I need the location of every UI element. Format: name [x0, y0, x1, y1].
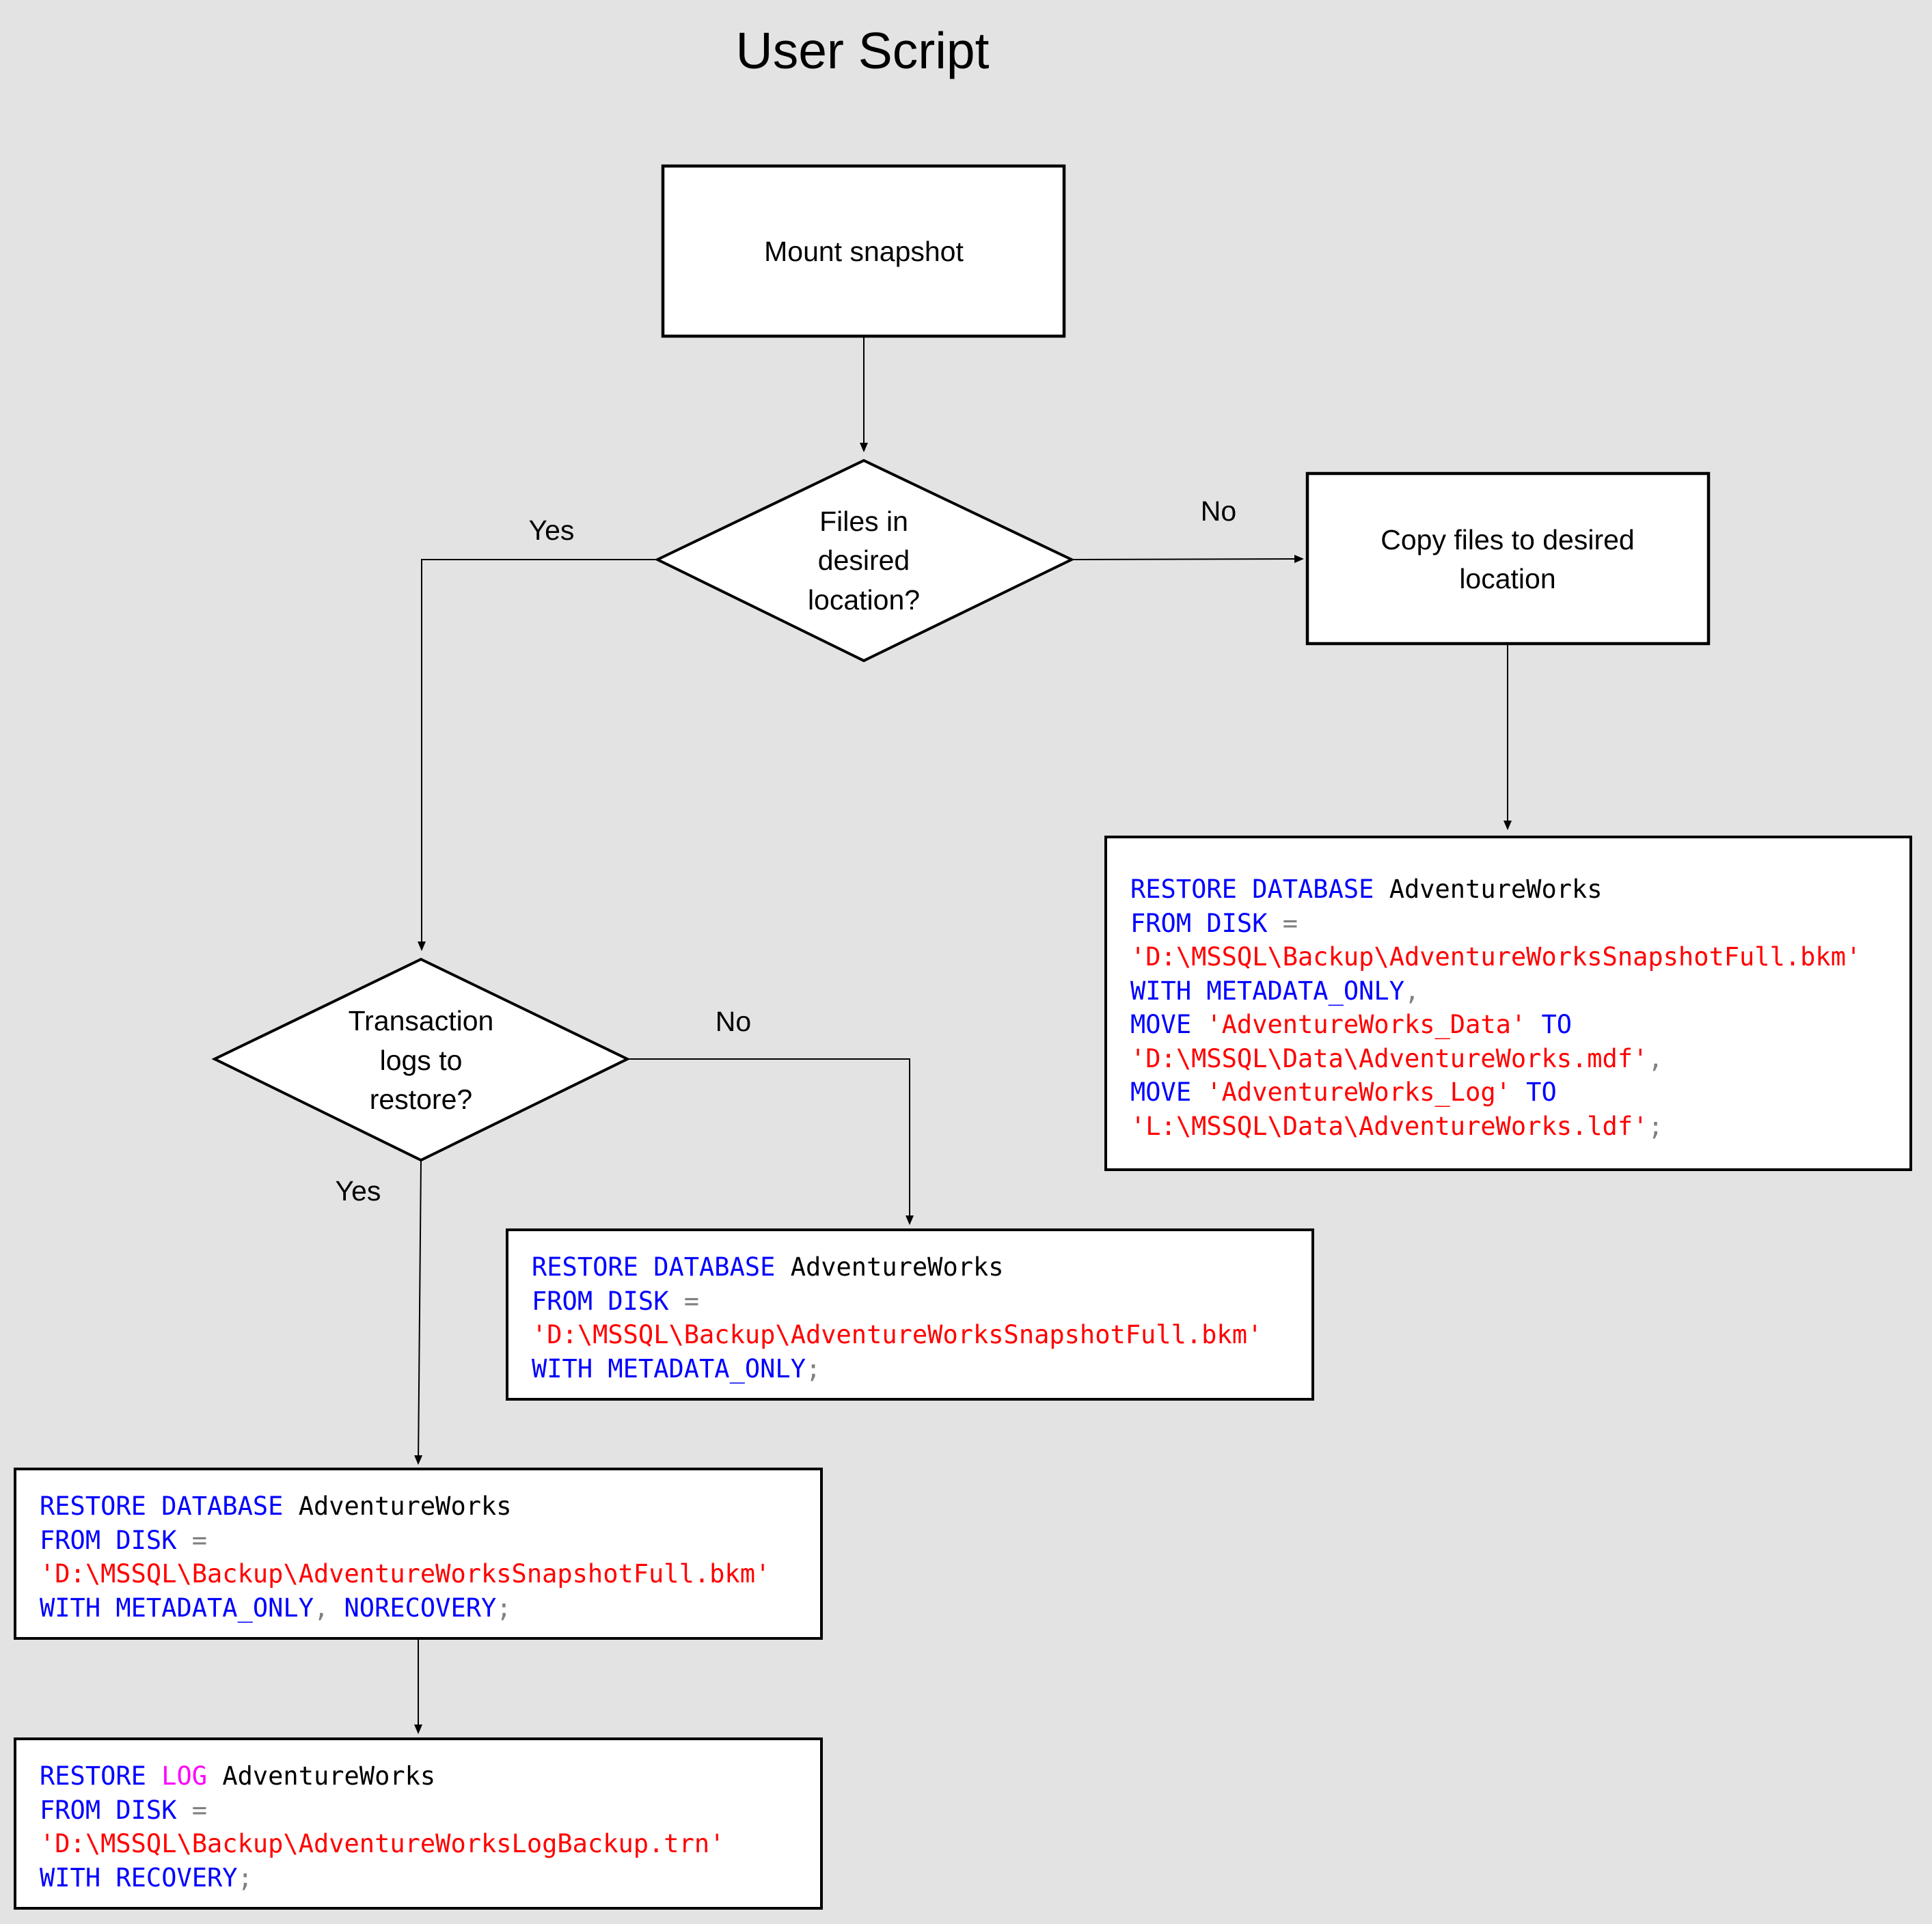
code-line: 'D:\MSSQL\Backup\AdventureWorksLogBackup… [40, 1827, 820, 1861]
edge-label-logs-no: No [716, 1006, 751, 1037]
edge-label-files-no: No [1201, 495, 1236, 527]
code-token-keyword: RESTORE DATABASE [1130, 875, 1374, 904]
edge-logs-yes-to-norecovery [414, 1159, 423, 1465]
code-token-operator: = [668, 1286, 700, 1316]
code-token-keyword: MOVE [1130, 1010, 1192, 1039]
diagram-title: User Script [736, 22, 990, 79]
code-line: FROM DISK = [40, 1524, 820, 1558]
code-token-string: 'D:\MSSQL\Backup\AdventureWorksSnapshotF… [40, 1559, 771, 1589]
code-token-operator: ; [237, 1863, 253, 1893]
code-token-keyword: FROM DISK [1130, 908, 1268, 938]
code-line: 'D:\MSSQL\Backup\AdventureWorksSnapshotF… [532, 1318, 1311, 1352]
code-token-string: 'D:\MSSQL\Data\AdventureWorks.mdf' [1130, 1043, 1648, 1073]
code-token-string: 'AdventureWorks_Data' [1191, 1010, 1527, 1039]
code-line: WITH METADATA_ONLY; [532, 1352, 1311, 1386]
code-token-operator: = [1267, 908, 1298, 938]
code-token-string: 'D:\MSSQL\Backup\AdventureWorksSnapshotF… [1130, 942, 1862, 972]
code-line: 'D:\MSSQL\Data\AdventureWorks.mdf', [1130, 1042, 1909, 1076]
code-token-operator: = [176, 1795, 208, 1825]
code-token-keyword: RESTORE DATABASE [532, 1252, 776, 1282]
logs-decision-line-2: logs to [380, 1045, 463, 1076]
code-token-operator: ; [805, 1353, 821, 1384]
transaction-logs-decision: Transaction logs to restore? [211, 957, 631, 1162]
edge-files-yes-to-logs [418, 559, 657, 951]
code-token-keyword: RESTORE [40, 1761, 146, 1791]
code-token-string: 'D:\MSSQL\Backup\AdventureWorksLogBackup… [40, 1829, 725, 1858]
code-line: WITH RECOVERY; [40, 1861, 820, 1895]
code-line: 'D:\MSSQL\Backup\AdventureWorksSnapshotF… [1130, 940, 1909, 974]
code-token-keyword: FROM DISK [40, 1795, 177, 1825]
code-token-operator: , [1404, 976, 1420, 1006]
code-token-identifier: AdventureWorks [1374, 875, 1603, 904]
code-token-string: 'L:\MSSQL\Data\AdventureWorks.ldf' [1130, 1111, 1648, 1141]
files-location-decision: Files in desired location? [654, 458, 1075, 663]
mount-snapshot-label: Mount snapshot [764, 236, 964, 267]
edge-logs-no-to-restore-metadata [627, 1058, 914, 1225]
code-token-keyword: NORECOVERY [329, 1593, 497, 1623]
code-line: RESTORE DATABASE AdventureWorks [532, 1250, 1311, 1284]
code-token-identifier: AdventureWorks [283, 1492, 512, 1521]
code-token-keyword: WITH METADATA_ONLY [40, 1593, 314, 1623]
copy-files-line-1: Copy files to desired [1380, 524, 1634, 555]
code-token-keyword: WITH METADATA_ONLY [532, 1353, 806, 1384]
files-decision-line-2: desired [818, 545, 910, 576]
code-token-identifier: AdventureWorks [207, 1761, 436, 1791]
code-token-keyword: FROM DISK [40, 1525, 177, 1555]
code-line: FROM DISK = [532, 1284, 1311, 1319]
code-line: WITH METADATA_ONLY, NORECOVERY; [40, 1591, 820, 1625]
mount-snapshot-node: Mount snapshot [661, 164, 1066, 338]
code-token-operator: ; [496, 1593, 512, 1623]
copy-files-node: Copy files to desired location [1305, 471, 1711, 646]
code-line: WITH METADATA_ONLY, [1130, 974, 1909, 1008]
code-line: MOVE 'AdventureWorks_Data' TO [1130, 1008, 1909, 1042]
code-line: 'L:\MSSQL\Data\AdventureWorks.ldf'; [1130, 1110, 1909, 1144]
logs-decision-line-1: Transaction [349, 1005, 494, 1036]
code-token-keyword: MOVE [1130, 1077, 1192, 1107]
code-line: FROM DISK = [40, 1794, 820, 1828]
copy-files-line-2: location [1459, 563, 1555, 594]
code-token-keyword: TO [1526, 1010, 1573, 1039]
code-token-string: 'AdventureWorks_Log' [1191, 1077, 1511, 1107]
code-token-keyword: FROM DISK [532, 1286, 669, 1316]
files-decision-line-3: location? [808, 584, 920, 616]
code-line: RESTORE DATABASE AdventureWorks [40, 1489, 820, 1524]
code-line: FROM DISK = [1130, 907, 1909, 941]
code-token-operator: = [176, 1525, 208, 1555]
edge-files-no-to-copy [1071, 555, 1304, 564]
code-token-keyword: RESTORE DATABASE [40, 1492, 284, 1521]
code-token-keyword: TO [1510, 1077, 1557, 1107]
edge-label-files-yes: Yes [529, 514, 575, 546]
code-line: MOVE 'AdventureWorks_Log' TO [1130, 1075, 1909, 1110]
logs-decision-line-3: restore? [370, 1084, 472, 1115]
code-token-operator: , [1648, 1043, 1663, 1073]
code-token-operator: ; [1648, 1111, 1663, 1141]
code-token-keyword: WITH RECOVERY [40, 1863, 238, 1893]
files-decision-line-1: Files in [819, 506, 908, 537]
code-token-identifier: AdventureWorks [775, 1252, 1004, 1282]
code-token-keyword: WITH METADATA_ONLY [1130, 976, 1404, 1006]
edge-label-logs-yes: Yes [336, 1175, 381, 1207]
code-token-function: LOG [146, 1761, 208, 1791]
code-token-operator: , [313, 1593, 329, 1623]
code-token-string: 'D:\MSSQL\Backup\AdventureWorksSnapshotF… [532, 1320, 1263, 1349]
code-line: RESTORE DATABASE AdventureWorks [1130, 872, 1909, 907]
code-line: RESTORE LOG AdventureWorks [40, 1759, 820, 1794]
code-line: 'D:\MSSQL\Backup\AdventureWorksSnapshotF… [40, 1557, 820, 1591]
